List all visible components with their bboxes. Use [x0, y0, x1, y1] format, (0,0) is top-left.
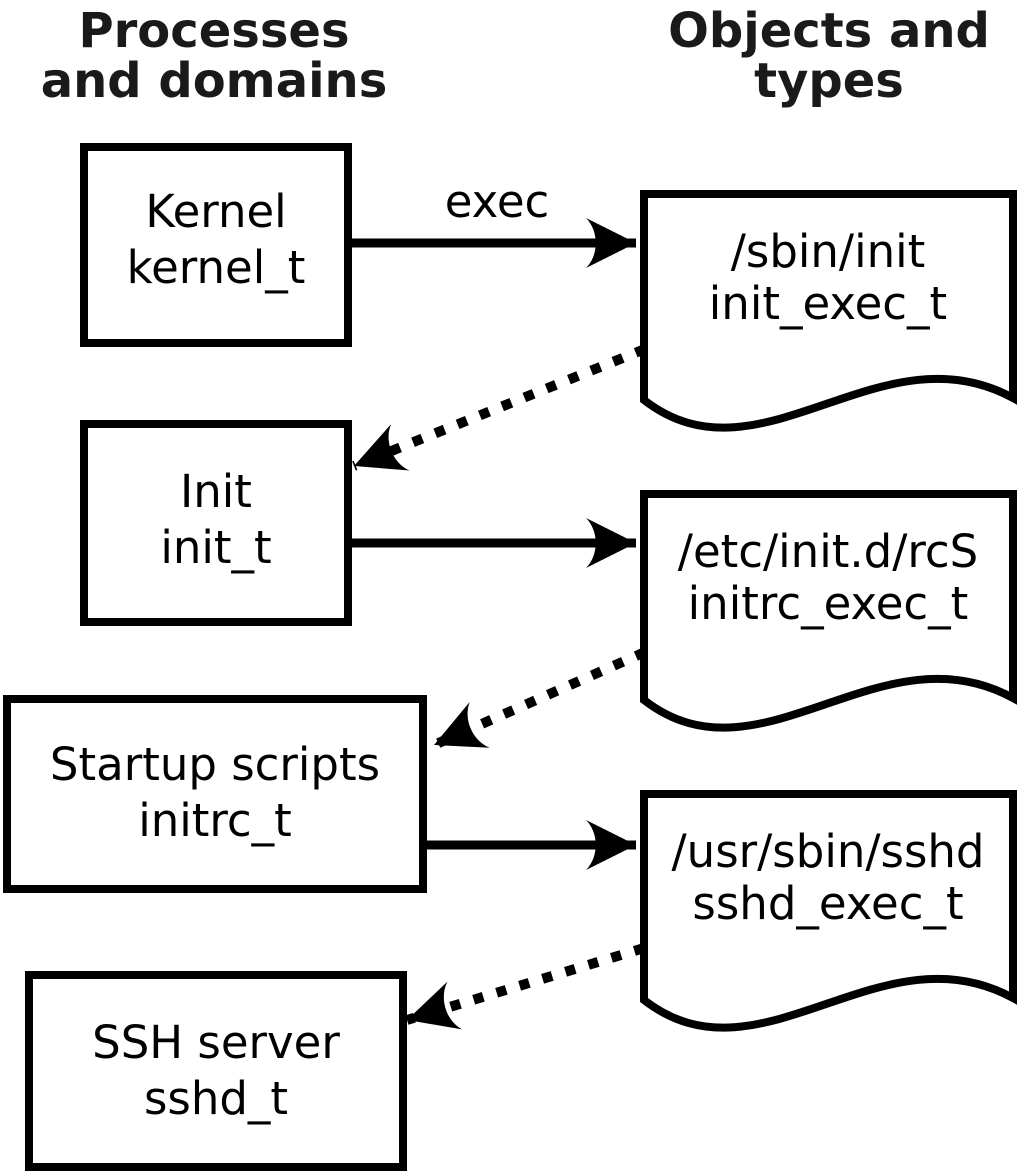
object-doc-etc-initd-rcs: /etc/init.d/rcS initrc_exec_t: [640, 490, 1017, 732]
object-doc-sbin-init-path: /sbin/init: [731, 225, 926, 278]
process-box-startup-scripts-shape: [3, 695, 427, 893]
column-header-processes-line1: Processes: [78, 3, 349, 59]
object-doc-usr-sbin-sshd: /usr/sbin/sshd sshd_exec_t: [640, 790, 1017, 1032]
process-box-init-shape: [80, 420, 352, 626]
process-box-ssh-server-shape: [25, 971, 407, 1171]
process-box-ssh-server-label: SSH server: [92, 1016, 340, 1069]
column-header-processes: Processes and domains: [41, 3, 388, 109]
process-box-startup-scripts-type: initrc_t: [138, 794, 292, 847]
column-header-objects: Objects and types: [668, 3, 990, 109]
process-box-startup-scripts-label: Startup scripts: [50, 738, 380, 791]
transition-arrow-sbin-init-to-init: [352, 344, 647, 471]
object-doc-sbin-init-shape: [640, 190, 1017, 432]
column-header-processes-line2: and domains: [41, 53, 388, 109]
process-box-init-type: init_t: [160, 521, 271, 574]
process-box-kernel: Kernel kernel_t: [80, 143, 352, 347]
object-doc-etc-initd-rcs-shape: [640, 490, 1017, 732]
process-box-init: Init init_t: [80, 420, 352, 626]
process-box-kernel-type: kernel_t: [127, 241, 306, 294]
process-box-kernel-shape: [80, 143, 352, 347]
process-box-startup-scripts: Startup scripts initrc_t: [3, 695, 427, 893]
object-doc-sbin-init-type: init_exec_t: [709, 277, 947, 330]
column-header-objects-line2: types: [754, 53, 904, 109]
object-doc-sbin-init: /sbin/init init_exec_t: [640, 190, 1017, 432]
column-header-objects-line1: Objects and: [668, 3, 990, 59]
exec-edge-label: exec: [445, 175, 550, 228]
process-box-ssh-server-type: sshd_t: [144, 1072, 288, 1125]
object-doc-etc-initd-rcs-type: initrc_exec_t: [688, 577, 969, 630]
object-doc-etc-initd-rcs-path: /etc/init.d/rcS: [678, 525, 978, 578]
transition-arrow-usr-sbin-sshd-to-ssh-server: [405, 943, 646, 1030]
object-doc-usr-sbin-sshd-path: /usr/sbin/sshd: [672, 825, 985, 878]
process-box-kernel-label: Kernel: [145, 185, 286, 238]
transition-arrow-etc-initd-rcs-to-startup-scripts: [431, 647, 648, 750]
process-box-init-label: Init: [180, 465, 252, 518]
object-doc-usr-sbin-sshd-type: sshd_exec_t: [692, 877, 963, 930]
object-doc-usr-sbin-sshd-shape: [640, 790, 1017, 1032]
process-box-ssh-server: SSH server sshd_t: [25, 971, 407, 1171]
